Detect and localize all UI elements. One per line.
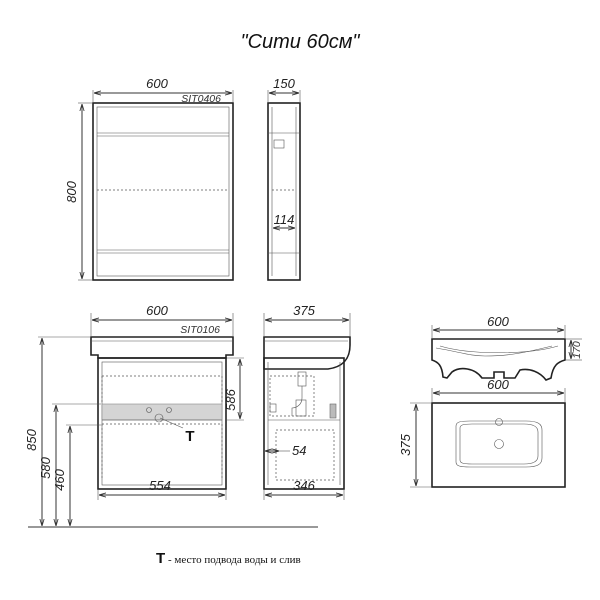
mirror-cabinet-front: 600 SIT0406 800 [64,76,234,281]
vanity-front: Т 600 SIT0106 554 586 850 580 460 [24,303,318,528]
vanity-body-height-label: 586 [223,388,238,410]
mirror-code-label: SIT0406 [181,93,221,105]
mirror-height-label: 800 [64,180,79,202]
legend: Т - место подвода воды и слив [156,550,301,567]
vanity-side: 375 54 346 [263,303,351,500]
basin-side-view: 600 170 [431,314,583,381]
mirror-depth-label: 150 [273,76,295,91]
basin-side-height-label: 170 [571,341,583,359]
basin-side-width-label: 600 [487,314,509,329]
vanity-height-580-label: 580 [38,456,53,478]
vanity-inner-width-label: 554 [149,478,171,493]
vanity-total-height-label: 850 [24,428,39,450]
basin-top-depth-label: 375 [398,433,413,455]
mirror-cabinet-side: 150 114 [267,76,301,281]
vanity-inner-depth-label: 346 [293,478,315,493]
legend-mark: Т [156,550,165,567]
mirror-width-label: 600 [146,76,168,91]
basin-top-view: 600 375 [398,377,566,488]
vanity-height-460-label: 460 [52,468,67,490]
legend-text: - место подвода воды и слив [168,554,301,566]
vanity-offset-label: 54 [292,443,306,458]
mirror-shelf-depth-label: 114 [274,212,295,227]
plumbing-marker-label: Т [185,428,194,445]
vanity-depth-label: 375 [293,303,315,318]
page-title: "Сити 60см" [240,31,360,53]
vanity-width-label: 600 [146,303,168,318]
vanity-code-label: SIT0106 [180,324,220,336]
basin-top-width-label: 600 [487,377,509,392]
